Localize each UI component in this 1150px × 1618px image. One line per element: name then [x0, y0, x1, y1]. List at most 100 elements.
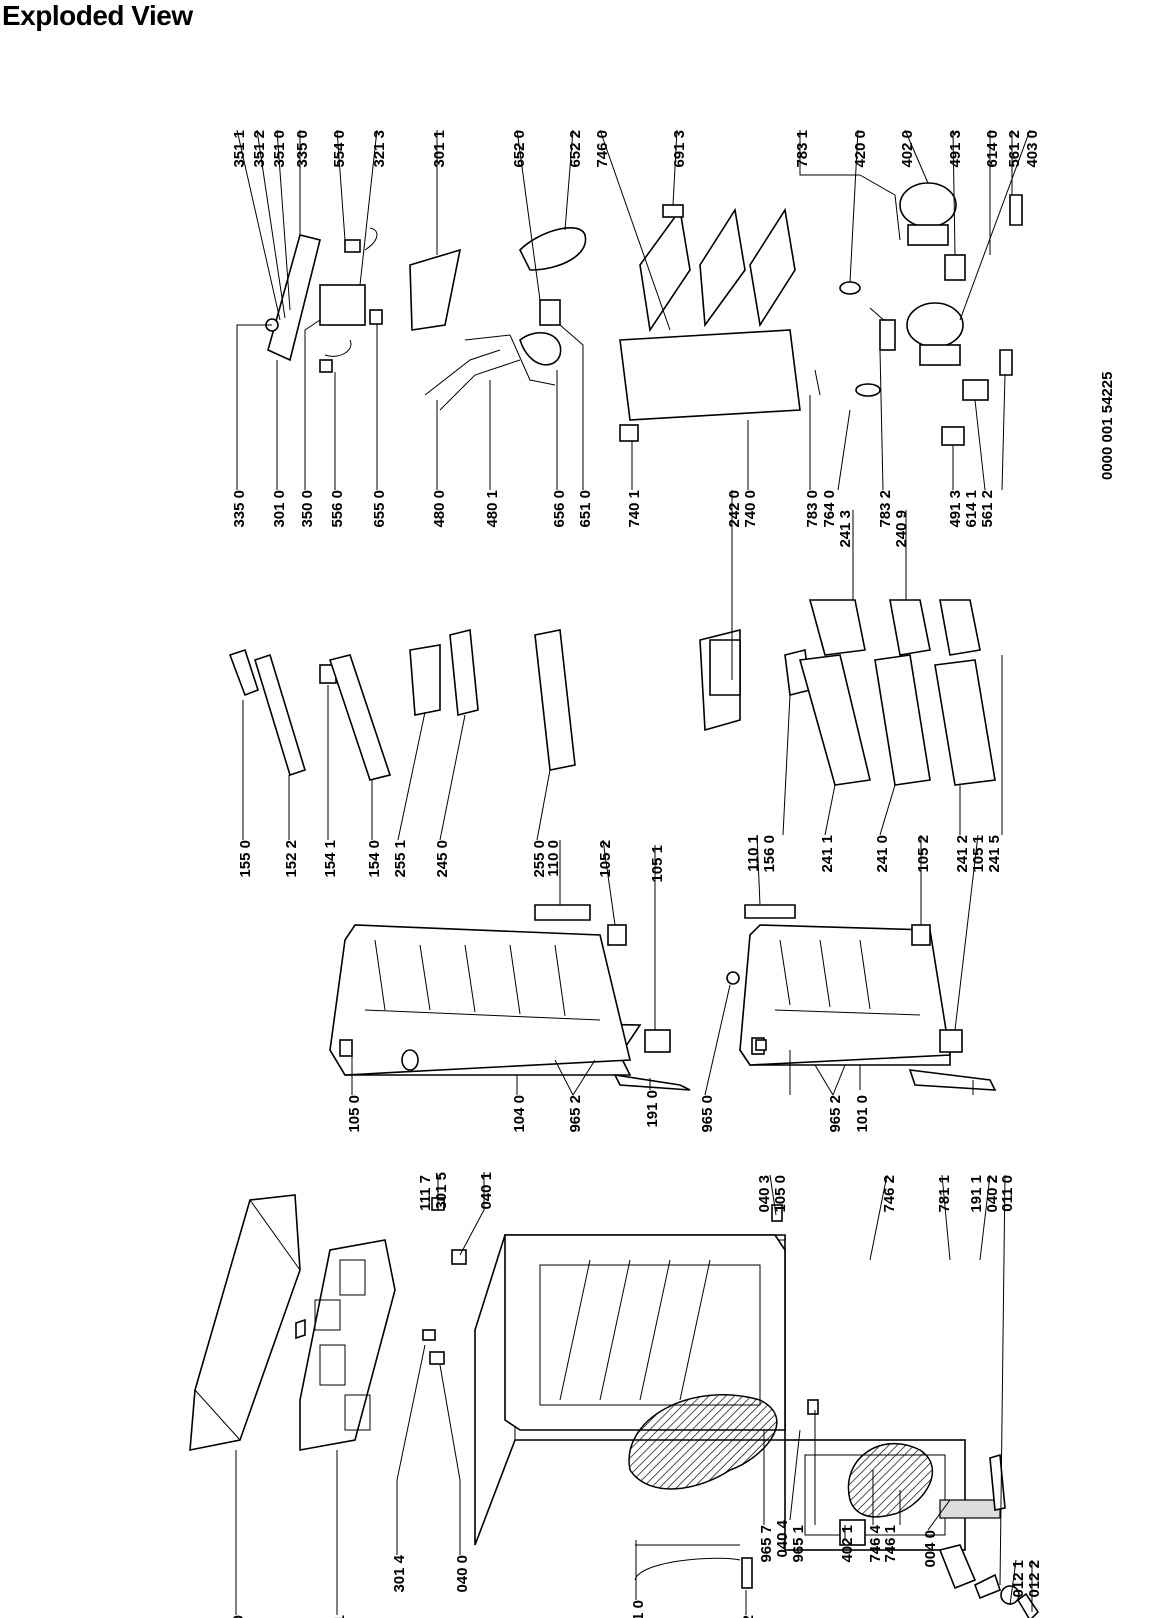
part-number-label: 351 0 — [271, 130, 288, 168]
top-frame-drawing — [299, 1239, 396, 1451]
compressor-drawing — [709, 174, 1023, 696]
part-number-label: 651 0 — [577, 490, 594, 528]
part-number-label: 614 0 — [984, 130, 1001, 168]
part-number-label: 480 0 — [431, 490, 448, 528]
shelves-drawing — [228, 599, 996, 786]
part-number-label: 965 2 — [827, 1095, 844, 1133]
part-number-label: 321 3 — [371, 130, 388, 168]
part-number-label: 556 0 — [329, 490, 346, 528]
part-number-label: 351 1 — [231, 130, 248, 168]
page-title: Exploded View — [2, 0, 193, 31]
part-number-label: 783 2 — [877, 490, 894, 528]
part-number-label: 491 3 — [947, 130, 964, 168]
part-number-label: 154 1 — [322, 840, 339, 878]
part-number-label: 403 0 — [1024, 130, 1041, 168]
part-number-label: 101 0 — [854, 1095, 871, 1133]
part-number-label: 746 0 — [594, 130, 611, 168]
part-number-label: 655 0 — [371, 490, 388, 528]
part-number-label: 241 5 — [986, 835, 1003, 873]
part-number-label: 783 0 — [804, 490, 821, 528]
part-number-label: 105 1 — [649, 845, 666, 883]
part-number-label: 001 2 — [740, 1615, 757, 1618]
part-number-label: 002 0 — [230, 1615, 247, 1618]
part-number-label: 255 1 — [392, 840, 409, 878]
part-number-label: 105 2 — [597, 840, 614, 878]
part-number-label: 191 1 — [968, 1175, 985, 1213]
upper-door-drawing — [329, 924, 691, 1091]
part-number-label: 002 1 — [331, 1615, 348, 1618]
part-number-label: 105 2 — [915, 835, 932, 873]
part-number-label: 242 0 — [726, 490, 743, 528]
part-number-label: 241 3 — [837, 510, 854, 548]
part-number-label: 561 2 — [979, 490, 996, 528]
part-number-label: 105 0 — [346, 1095, 363, 1133]
part-number-label: 746 2 — [881, 1175, 898, 1213]
part-number-label: 155 0 — [237, 840, 254, 878]
part-number-label: 241 1 — [819, 835, 836, 873]
part-number-label: 040 2 — [984, 1175, 1001, 1213]
part-number-label: 764 0 — [821, 490, 838, 528]
part-number-label: 301 1 — [431, 130, 448, 168]
evaporator-drawing — [619, 204, 801, 442]
part-number-label: 011 0 — [999, 1175, 1016, 1212]
control-panel-drawing — [265, 227, 587, 411]
part-number-label: 156 0 — [761, 835, 778, 873]
part-number-label: 335 0 — [294, 130, 311, 168]
part-number-label: 191 0 — [644, 1090, 661, 1128]
part-number-label: 554 0 — [331, 130, 348, 168]
part-number-label: 004 0 — [922, 1530, 939, 1568]
lower-door-drawing — [739, 924, 997, 1091]
part-number-label: 240 9 — [893, 510, 910, 548]
part-number-label: 241 2 — [954, 835, 971, 873]
part-number-label: 040 1 — [478, 1172, 495, 1210]
part-number-label: 402 0 — [899, 130, 916, 168]
part-number-label: 402 1 — [839, 1525, 856, 1563]
drawing-code: 0000 001 54225 — [1099, 372, 1116, 480]
part-drawings — [189, 174, 1040, 1618]
part-number-label: 040 3 — [756, 1175, 773, 1213]
part-number-label: 040 0 — [454, 1555, 471, 1593]
part-number-label: 012 1 — [1010, 1560, 1027, 1598]
part-number-label: 965 2 — [567, 1095, 584, 1133]
part-number-label: 301 4 — [391, 1554, 408, 1592]
part-number-label: 965 1 — [790, 1525, 807, 1563]
part-number-label: 154 0 — [366, 840, 383, 878]
part-number-label: 480 1 — [484, 490, 501, 528]
part-number-label: 105 1 — [970, 835, 987, 873]
part-number-label: 110 1 — [745, 835, 762, 872]
part-number-label: 335 0 — [231, 490, 248, 528]
part-number-label: 746 4 — [867, 1524, 884, 1562]
part-number-label: 104 0 — [511, 1095, 528, 1133]
part-number-label: 781 1 — [936, 1175, 953, 1213]
part-number-label: 241 0 — [874, 835, 891, 873]
part-number-label: 740 1 — [626, 490, 643, 528]
cabinet-body-drawing — [474, 1234, 1001, 1551]
part-number-label: 652 0 — [511, 130, 528, 168]
hinges-drawing — [534, 904, 931, 1051]
part-number-label: 111 7 — [417, 1175, 434, 1211]
part-number-label: 614 1 — [963, 490, 980, 528]
part-number-label: 691 3 — [671, 130, 688, 168]
part-number-label: 965 7 — [758, 1525, 775, 1563]
part-number-label: 301 0 — [271, 490, 288, 528]
part-number-label: 561 2 — [1006, 130, 1023, 168]
part-number-label: 012 2 — [1026, 1560, 1043, 1598]
part-number-label: 783 1 — [794, 130, 811, 168]
part-number-label: 746 1 — [882, 1525, 899, 1563]
part-number-label: 740 0 — [742, 490, 759, 528]
part-number-label: 105 0 — [772, 1175, 789, 1213]
part-number-label: 110 0 — [545, 840, 562, 877]
part-number-label: 420 0 — [852, 130, 869, 168]
part-number-label: 652 2 — [567, 130, 584, 168]
part-number-label: 350 0 — [299, 490, 316, 528]
part-number-label: 152 2 — [283, 840, 300, 878]
top-cover-drawing — [189, 1194, 306, 1451]
part-number-label: 781 0 — [630, 1600, 647, 1618]
part-number-label: 965 0 — [699, 1095, 716, 1133]
part-number-label: 491 3 — [947, 490, 964, 528]
part-number-label: 656 0 — [551, 490, 568, 528]
part-number-label: 245 0 — [434, 840, 451, 878]
cabinet-small-parts-drawing — [422, 1197, 1040, 1618]
part-number-label: 255 0 — [531, 840, 548, 878]
